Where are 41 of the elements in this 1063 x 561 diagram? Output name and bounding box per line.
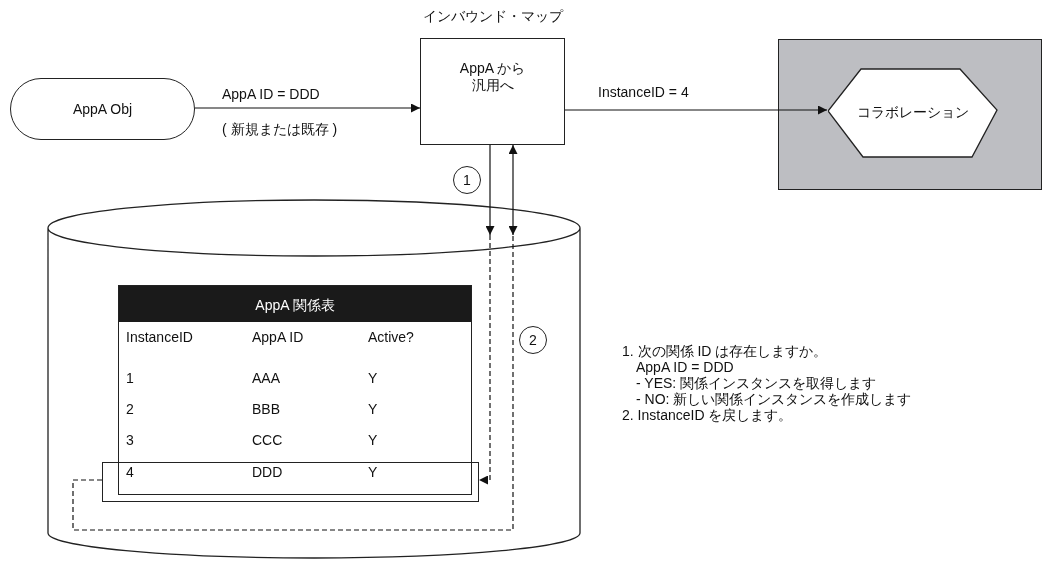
- note-text: AppA ID = DDD: [636, 359, 734, 375]
- connector-line: [72, 234, 514, 531]
- server-panel: [778, 39, 1042, 190]
- column-header: AppA ID: [252, 329, 304, 345]
- table-cell: Y: [368, 370, 378, 386]
- table-cell: BBB: [252, 401, 280, 417]
- note-text: 2. InstanceID を戻します。: [622, 407, 793, 423]
- database-cylinder: [48, 200, 580, 558]
- table-header: AppA 関係表: [119, 286, 471, 322]
- relationship-table: [118, 285, 472, 495]
- node-label: AppA Obj: [72, 101, 133, 117]
- row-highlight-box: [102, 462, 479, 502]
- callout-number: 1: [453, 166, 481, 194]
- table-cell: Y: [368, 464, 378, 480]
- arrow: [478, 234, 491, 485]
- table-cell: Y: [368, 432, 378, 448]
- note-text: - YES: 関係インスタンスを取得します: [636, 375, 877, 391]
- arrow: [194, 103, 421, 113]
- edge-note: ( 新規または既存 ): [222, 121, 338, 137]
- collaboration-hexagon: [828, 68, 998, 158]
- table-cell: AAA: [252, 370, 280, 386]
- edge-label: InstanceID = 4: [598, 84, 689, 100]
- column-header: Active?: [368, 329, 414, 345]
- edge-label: AppA ID = DDD: [222, 86, 320, 102]
- column-header: InstanceID: [126, 329, 193, 345]
- box-label: AppA から汎用へ: [458, 60, 527, 94]
- table-cell: CCC: [252, 432, 283, 448]
- table-cell: 3: [126, 432, 134, 448]
- box-heading: インバウンド・マップ: [421, 8, 564, 26]
- table-cell: Y: [368, 401, 378, 417]
- table-cell: 1: [126, 370, 134, 386]
- table-cell: 2: [126, 401, 134, 417]
- table-cell: 4: [126, 464, 134, 480]
- note-text: - NO: 新しい関係インスタンスを作成します: [636, 391, 912, 407]
- table-cell: DDD: [252, 464, 283, 480]
- arrow: [485, 144, 495, 236]
- callout-number: 2: [519, 326, 547, 354]
- arrow: [564, 105, 828, 115]
- arrow: [508, 144, 518, 236]
- note-text: 1. 次の関係 ID は存在しますか。: [622, 343, 828, 359]
- node-label: コラボレーション: [857, 104, 969, 122]
